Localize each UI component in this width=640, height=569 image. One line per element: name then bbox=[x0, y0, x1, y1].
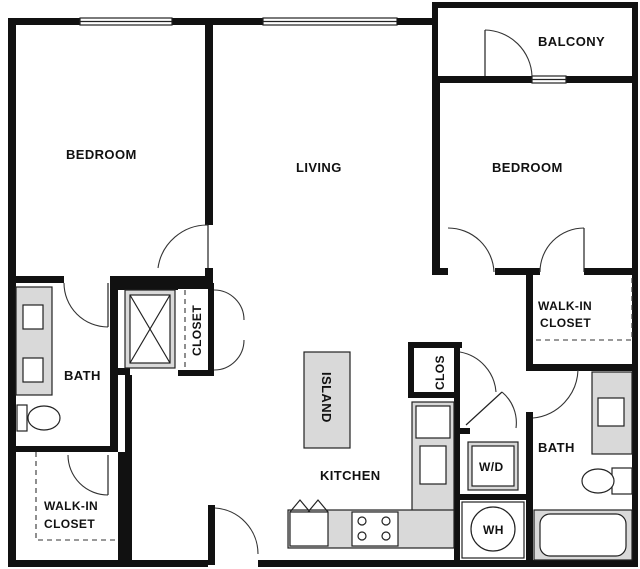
wall-right bbox=[632, 2, 638, 566]
label-walkin-right-1: WALK-IN bbox=[538, 299, 592, 313]
wall-clos-bottom bbox=[408, 392, 460, 398]
wall-top-left-2 bbox=[172, 18, 220, 25]
wall-bed-left-right bbox=[205, 25, 213, 225]
water-heater bbox=[470, 506, 516, 552]
wall-bed-right-bottom-b bbox=[495, 268, 540, 275]
fridge bbox=[415, 405, 451, 439]
wall-bed-right-top-b bbox=[566, 76, 638, 83]
door-arc-bedroom-right bbox=[447, 227, 495, 273]
wall-top-living-b bbox=[397, 18, 437, 25]
wall-closet-bottom bbox=[178, 370, 213, 376]
wall-bath-right-left bbox=[526, 412, 533, 562]
wall-clos-left bbox=[408, 342, 414, 398]
label-kitchen: KITCHEN bbox=[320, 468, 381, 483]
wall-laundry-bottom bbox=[460, 494, 530, 500]
wall-laundry-left bbox=[454, 342, 460, 562]
fixtures bbox=[15, 276, 633, 561]
wall-laundry-top bbox=[460, 428, 470, 434]
wall-walkin-right-left bbox=[526, 275, 533, 370]
door-laundry bbox=[465, 391, 503, 426]
toilet-left bbox=[27, 405, 61, 431]
label-living: LIVING bbox=[296, 160, 342, 175]
wall-bed-right-top-a bbox=[432, 76, 532, 83]
shelf-walkin-left bbox=[35, 452, 118, 541]
wall-bed-right-bottom-c bbox=[584, 268, 638, 275]
doors bbox=[63, 29, 585, 555]
door-arc-bath-left bbox=[63, 282, 109, 328]
label-washer-dryer: W/D bbox=[479, 460, 504, 474]
label-bedroom-right: BEDROOM bbox=[492, 160, 563, 175]
wall-entry-post bbox=[208, 505, 215, 565]
label-water-heater: WH bbox=[483, 523, 504, 537]
door-arc-bedroom-left bbox=[157, 224, 209, 269]
wall-clos-top bbox=[408, 342, 462, 348]
wall-walkin-left-right bbox=[118, 452, 126, 560]
label-closet-center: CLOSET bbox=[190, 305, 204, 356]
wall-shower-bottom-a bbox=[118, 368, 130, 375]
toilet-right bbox=[581, 468, 615, 494]
door-arc-bath-right bbox=[532, 369, 579, 419]
wall-balcony-left bbox=[432, 2, 438, 76]
sink-right bbox=[597, 397, 625, 427]
door-arc-balcony bbox=[484, 29, 533, 77]
wall-top-left bbox=[8, 18, 80, 25]
door-arc-walkin-right bbox=[539, 227, 585, 273]
wall-closet-top bbox=[178, 283, 208, 289]
shelf-walkin-right bbox=[536, 276, 633, 341]
door-arc-closet-b bbox=[213, 339, 245, 371]
pantry bbox=[289, 511, 329, 547]
wall-bath-left-bottom bbox=[16, 446, 118, 452]
interior-walls bbox=[16, 25, 638, 565]
label-bath-left: BATH bbox=[64, 368, 101, 383]
wall-bath-left-right bbox=[110, 283, 118, 448]
door-arc-entry bbox=[214, 507, 259, 555]
exterior-walls bbox=[8, 2, 638, 567]
wall-bed-left-bottom-b bbox=[110, 276, 210, 283]
sink-left-a bbox=[22, 304, 44, 330]
kitchen-island bbox=[303, 351, 351, 449]
label-walkin-right-2: CLOSET bbox=[540, 316, 591, 330]
door-arc-walkin-left bbox=[67, 454, 109, 496]
label-walkin-left-2: CLOSET bbox=[44, 517, 95, 531]
wall-bed-left-door-post bbox=[205, 268, 213, 283]
sink-left-b bbox=[22, 357, 44, 383]
label-walkin-left-1: WALK-IN bbox=[44, 499, 98, 513]
label-bedroom-left: BEDROOM bbox=[66, 147, 137, 162]
wall-shower-top bbox=[118, 283, 178, 290]
wall-bottom-right bbox=[258, 560, 638, 567]
wall-left bbox=[8, 18, 16, 566]
wall-bed-right-bottom-a bbox=[432, 268, 448, 275]
door-arc-closet-a bbox=[213, 289, 245, 321]
wall-bed-right-left bbox=[432, 76, 440, 274]
wall-balcony-top bbox=[432, 2, 638, 8]
wall-closet-right bbox=[208, 283, 214, 376]
label-island: ISLAND bbox=[319, 372, 334, 423]
door-arc-clos bbox=[459, 351, 497, 393]
wall-walkin-right-bottom bbox=[526, 364, 638, 371]
wall-kitchen-left bbox=[125, 375, 132, 565]
range bbox=[351, 511, 399, 547]
room-labels: BEDROOM LIVING BEDROOM BALCONY WALK-IN C… bbox=[44, 34, 605, 537]
label-balcony: BALCONY bbox=[538, 34, 605, 49]
wall-bottom-left bbox=[8, 560, 208, 567]
label-bath-right: BATH bbox=[538, 440, 575, 455]
kitchen-sink bbox=[419, 445, 447, 485]
wall-bed-left-bottom-a bbox=[16, 276, 64, 283]
wall-top-living-a bbox=[213, 18, 263, 25]
label-clos: CLOS bbox=[433, 355, 447, 390]
